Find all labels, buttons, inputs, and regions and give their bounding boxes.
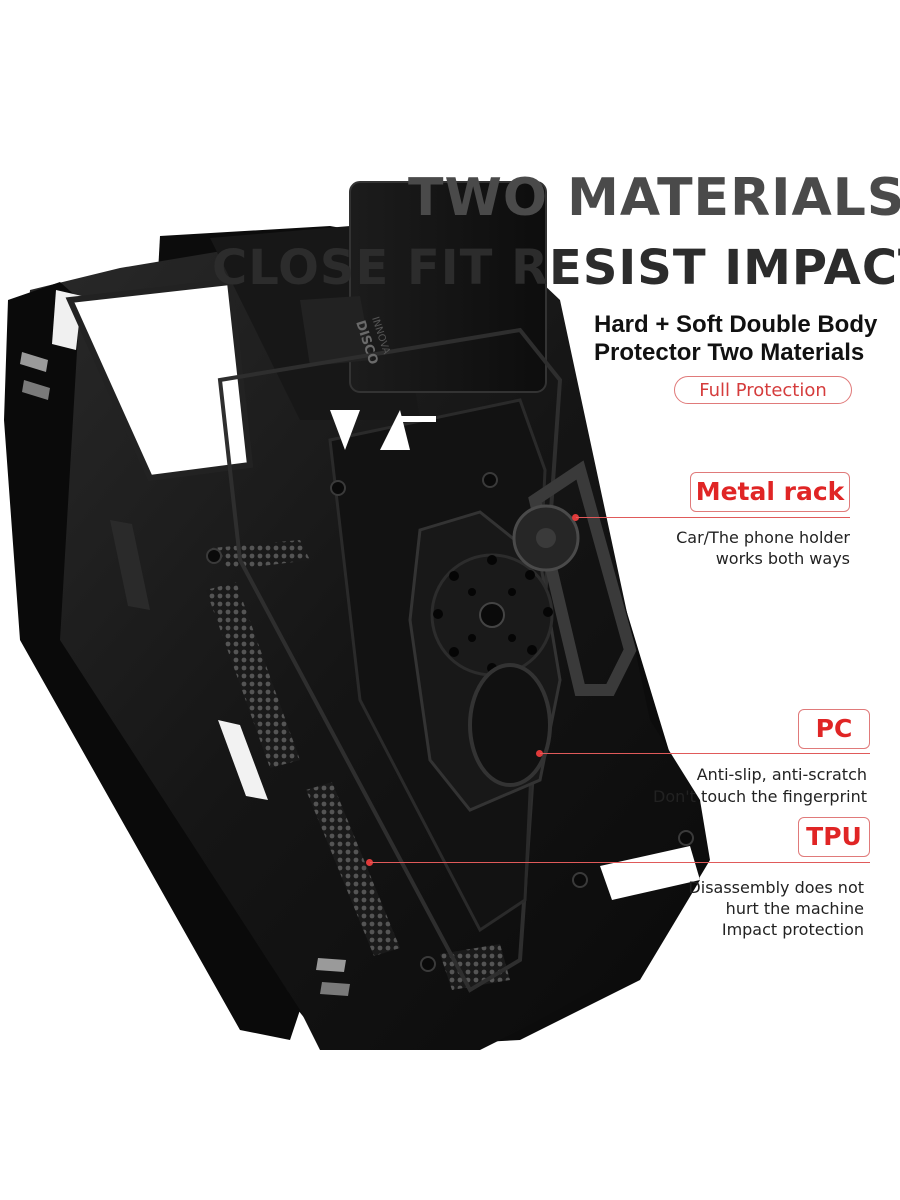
metal-rack-tag: Metal rack [690, 472, 850, 512]
metal-rack-dot [572, 514, 579, 521]
subheadline-line-2: Protector Two Materials [594, 339, 865, 366]
tpu-leader-line [370, 862, 870, 863]
tpu-desc-line-3: Impact protection [721, 920, 864, 939]
headline-line-2: CLOSE FIT RESIST IMPACT [212, 240, 900, 296]
headline-line-1: TWO MATERIALS, [408, 168, 900, 228]
tpu-desc-line-1: Disassembly does not [688, 878, 864, 897]
subheadline-line-1: Hard + Soft Double Body [594, 311, 878, 338]
pc-desc-line-1: Anti-slip, anti-scratch [696, 765, 867, 784]
pc-leader-line [540, 753, 870, 754]
pc-desc-line-2: Don't touch the fingerprint [653, 787, 867, 806]
ring-holder [512, 460, 637, 696]
pc-dot [536, 750, 543, 757]
pc-tag: PC [798, 709, 870, 749]
case-front-body [4, 181, 710, 1050]
metal-rack-leader-line [576, 517, 850, 518]
metal-rack-desc-line-2: works both ways [715, 549, 850, 568]
tpu-tag: TPU [798, 817, 870, 857]
tpu-dot [366, 859, 373, 866]
full-protection-badge: Full Protection [674, 376, 852, 404]
metal-rack-desc-line-1: Car/The phone holder [676, 528, 850, 547]
tpu-desc-line-2: hurt the machine [725, 899, 864, 918]
